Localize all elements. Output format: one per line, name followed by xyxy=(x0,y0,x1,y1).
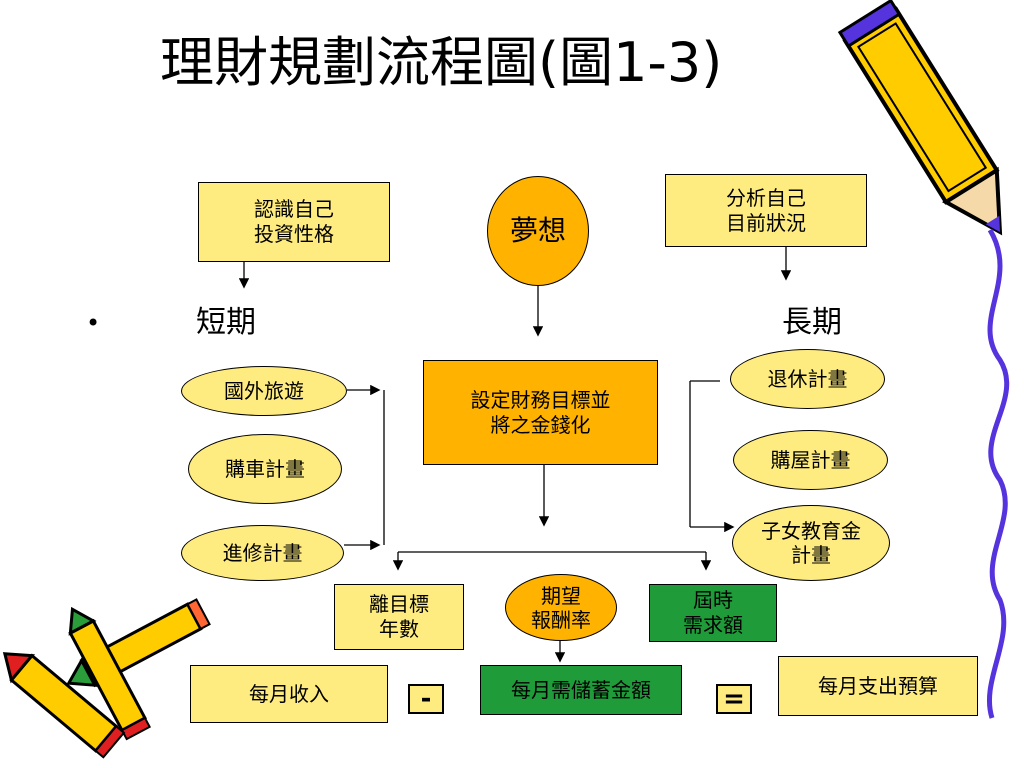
retirement-plan-ellipse: 退休計畫 xyxy=(730,349,885,409)
analyze-self-box: 分析自己 目前狀況 xyxy=(665,174,867,247)
travel-plan-ellipse: 國外旅遊 xyxy=(181,366,347,416)
required-amount-box: 屆時 需求額 xyxy=(649,584,777,642)
know-self-box: 認識自己 投資性格 xyxy=(198,182,390,262)
expected-return-ellipse: 期望 報酬率 xyxy=(505,574,617,641)
set-goal-box: 設定財務目標並 將之金錢化 xyxy=(423,360,658,465)
short-term-label: 短期 xyxy=(196,305,256,340)
equals-sign: = xyxy=(716,684,752,714)
monthly-income-box: 每月收入 xyxy=(190,665,388,723)
dream-ellipse: 夢想 xyxy=(487,176,589,286)
monthly-budget-box: 每月支出預算 xyxy=(778,656,978,716)
bullet-point: • xyxy=(86,309,101,337)
years-to-goal-box: 離目標 年數 xyxy=(334,584,464,650)
monthly-saving-box: 每月需儲蓄金額 xyxy=(480,665,682,715)
education-plan-ellipse: 子女教育金 計畫 xyxy=(732,505,890,581)
car-plan-ellipse: 購車計畫 xyxy=(188,434,342,504)
house-plan-ellipse: 購屋計畫 xyxy=(733,430,888,490)
minus-sign: - xyxy=(408,684,444,714)
page-title: 理財規劃流程圖(圖1-3) xyxy=(160,31,723,94)
study-plan-ellipse: 進修計畫 xyxy=(181,525,344,581)
long-term-label: 長期 xyxy=(782,305,842,340)
